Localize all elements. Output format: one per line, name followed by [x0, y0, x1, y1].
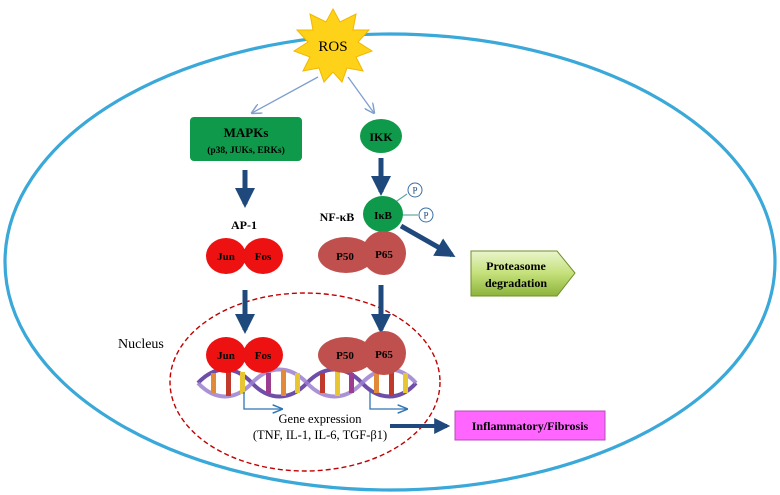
ap1-label: AP-1	[231, 218, 257, 232]
mapks-subtitle: (p38, JUKs, ERKs)	[207, 145, 285, 156]
p65-label: P65	[375, 249, 393, 261]
nuclear-p65-node	[362, 331, 406, 375]
p50-label: P50	[336, 251, 354, 263]
cell-membrane	[3, 32, 777, 492]
nuclear-jun-node	[206, 337, 246, 373]
ikk-node	[360, 119, 402, 153]
jun-label: Jun	[217, 251, 235, 263]
nuclear-fos-label: Fos	[255, 350, 272, 362]
ikb-label: IκB	[374, 210, 392, 222]
nfkb-label: NF-κB	[320, 210, 355, 224]
fos-node	[243, 238, 283, 274]
nuclear-p65-label: P65	[375, 349, 393, 361]
jun-node	[206, 238, 246, 274]
proteasome-degradation-box	[470, 250, 576, 297]
proteasome-line2: degradation	[485, 276, 547, 290]
transcription-arrow-right	[369, 392, 407, 409]
gene-expression-title: Gene expression	[279, 412, 363, 426]
nucleus-membrane	[169, 292, 441, 472]
ros-starburst-icon	[292, 7, 374, 83]
nucleus-label: Nucleus	[118, 337, 164, 352]
phospho-p-icon-1	[407, 182, 423, 198]
ros-label: ROS	[318, 39, 347, 55]
transcription-arrow-left	[243, 392, 282, 409]
inflammatory-fibrosis-box	[454, 410, 606, 441]
ikb-to-proteasome-arrow	[399, 223, 456, 258]
phospho-p-icon-2	[418, 207, 434, 223]
ros-to-ikk-arrow	[347, 76, 374, 113]
nuclear-fos-node	[243, 337, 283, 373]
p50-node	[318, 237, 374, 273]
gene-expression-list: (TNF, IL-1, IL-6, TGF-β1)	[253, 428, 387, 442]
nuclear-p50-label: P50	[336, 350, 354, 362]
p65-node	[362, 231, 406, 275]
mapks-title: MAPKs	[224, 125, 269, 140]
phospho-label-1: P	[412, 186, 417, 196]
nuclear-p50-node	[318, 337, 374, 373]
proteasome-line1: Proteasome	[486, 259, 546, 273]
inflammatory-fibrosis-label: Inflammatory/Fibrosis	[472, 419, 589, 433]
ikk-label: IKK	[369, 130, 393, 144]
phospho-label-2: P	[423, 211, 428, 221]
mapks-box	[190, 117, 302, 161]
fos-label: Fos	[255, 251, 272, 263]
nuclear-jun-label: Jun	[217, 350, 235, 362]
ros-to-mapk-arrow	[252, 76, 319, 113]
ikb-node	[363, 196, 403, 232]
